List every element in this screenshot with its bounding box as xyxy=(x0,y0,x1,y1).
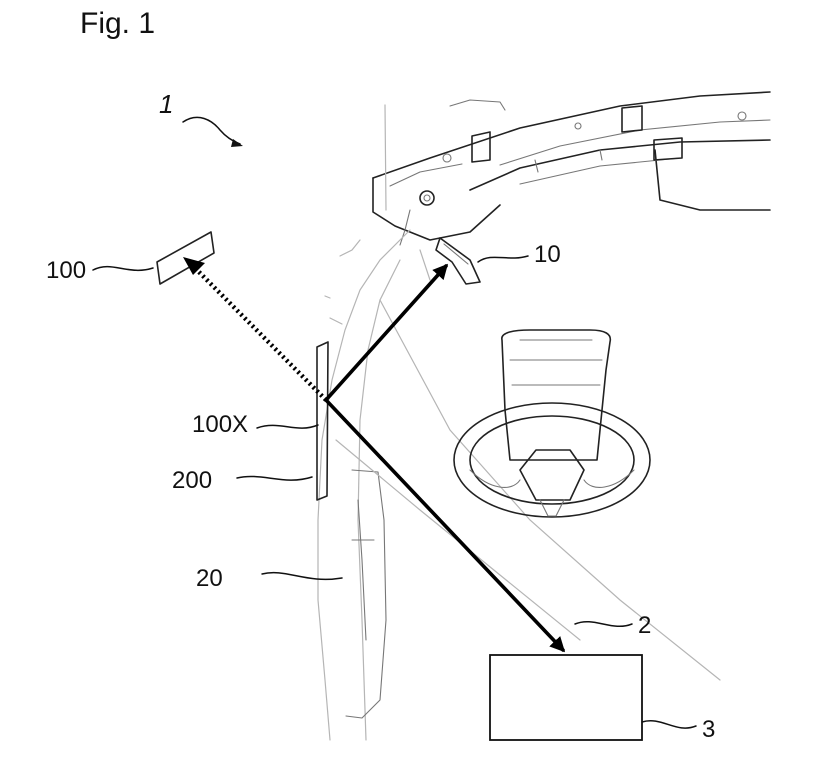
reflected-light-path xyxy=(324,398,566,653)
display-leader xyxy=(477,255,529,263)
display-label: 10 xyxy=(534,241,561,268)
virtual-image-pos-label: 100X xyxy=(192,411,248,438)
windshield-leader xyxy=(574,620,633,628)
film-leader xyxy=(236,475,313,481)
virtual-image-pos-leader xyxy=(256,424,319,429)
virtual-image-label: 100 xyxy=(46,257,86,284)
a-pillar-garnish xyxy=(345,469,387,719)
pillar-label: 20 xyxy=(196,565,223,592)
controller-leader xyxy=(641,720,697,729)
vehicle-label: 1 xyxy=(159,89,173,119)
display-light-path xyxy=(324,263,449,402)
virtual-light-path xyxy=(193,266,328,402)
controller-label: 3 xyxy=(702,716,715,743)
film-plate xyxy=(316,341,329,501)
vehicle-leader xyxy=(182,116,241,145)
figure-title: Fig. 1 xyxy=(80,7,155,40)
film-label: 200 xyxy=(172,467,212,494)
steering-wheel xyxy=(453,402,651,518)
dashboard xyxy=(372,91,771,246)
virtual-image-leader xyxy=(92,265,154,272)
a-pillar xyxy=(317,104,411,741)
display-device xyxy=(435,237,481,285)
virtual-image-plate xyxy=(156,231,215,285)
seat xyxy=(501,329,612,461)
pillar-leader xyxy=(261,571,343,581)
windshield-label: 2 xyxy=(638,612,651,639)
vehicle-leader-arrowhead xyxy=(231,139,243,147)
controller-box xyxy=(489,654,643,741)
virtual-light-path-arrowhead xyxy=(183,257,205,275)
